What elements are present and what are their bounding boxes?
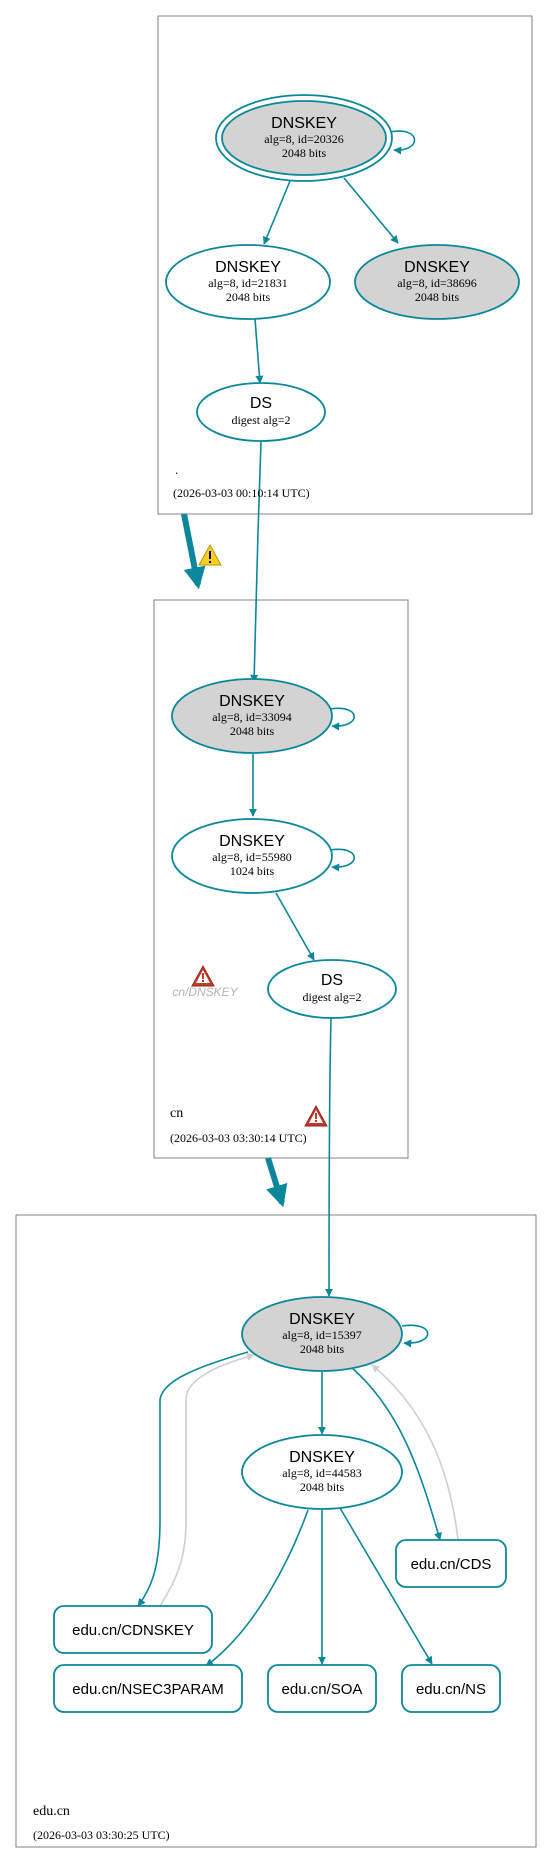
node-label: edu.cn/CDNSKEY [72,1622,194,1639]
node-line2: 2048 bits [226,290,271,304]
node-line1: digest alg=2 [302,990,361,1004]
edge-educn-ksk-self [401,1324,429,1348]
node-root-ksk-20326[interactable]: DNSKEY alg=8, id=20326 2048 bits [215,94,393,182]
node-educn-cdnskey[interactable]: edu.cn/CDNSKEY [53,1605,213,1654]
edge-cdnskey-ksk-inactive [159,1353,255,1607]
edge-ds-cn-ksk [250,440,262,683]
error-icon[interactable] [304,1104,328,1127]
node-title: DS [250,395,272,412]
node-title: DNSKEY [215,259,281,276]
edge-cn-ksk-self [329,707,356,731]
node-line2: 2048 bits [300,1480,345,1494]
edge-cds-ksk-inactive [371,1364,459,1541]
delegation-root-cn-arrow [181,513,206,590]
delegation-cn-educn-arrow [265,1157,288,1208]
edge-educn-zsk-nsec3param [205,1509,309,1667]
node-cn-ds-educn[interactable]: DS digest alg=2 [267,959,397,1019]
edge-educn-zsk-ns [339,1507,433,1665]
node-line2: 1024 bits [230,864,275,878]
edge-root-ksk-ksk2 [343,177,399,244]
edge-root-zsk-ds [254,318,264,384]
zone-educn-timestamp: (2026-03-03 03:30:25 UTC) [33,1828,170,1842]
node-line2: 2048 bits [282,146,327,160]
cn-dnskey-label[interactable]: cn/DNSKEY [172,985,238,999]
edge-educn-ksk-cdnskey [137,1351,249,1607]
node-label: edu.cn/CDS [411,1556,492,1573]
node-title: DNSKEY [219,693,285,710]
edge-cn-zsk-ds [275,892,315,961]
node-line1: digest alg=2 [231,413,290,427]
node-cn-zsk-55980[interactable]: DNSKEY alg=8, id=55980 1024 bits [171,818,333,894]
node-educn-nsec3param[interactable]: edu.cn/NSEC3PARAM [53,1664,243,1713]
edge-cn-zsk-self [329,848,356,872]
node-educn-zsk-44583[interactable]: DNSKEY alg=8, id=44583 2048 bits [241,1434,403,1510]
node-line1: alg=8, id=33094 [212,710,292,724]
node-line1: alg=8, id=15397 [282,1328,362,1342]
node-educn-cds[interactable]: edu.cn/CDS [395,1539,507,1588]
node-title: DS [321,972,343,989]
node-educn-ns[interactable]: edu.cn/NS [401,1664,501,1713]
node-title: DNSKEY [289,1311,355,1328]
node-title: DNSKEY [404,259,470,276]
node-title: DNSKEY [289,1449,355,1466]
node-line1: alg=8, id=44583 [282,1466,362,1480]
node-label: edu.cn/NSEC3PARAM [72,1681,223,1698]
node-title: DNSKEY [219,833,285,850]
node-line2: 2048 bits [415,290,460,304]
node-root-zsk-21831[interactable]: DNSKEY alg=8, id=21831 2048 bits [165,244,331,320]
warning-icon[interactable] [198,543,222,566]
node-educn-soa[interactable]: edu.cn/SOA [267,1664,377,1713]
node-line2: 2048 bits [300,1342,345,1356]
node-educn-ksk-15397[interactable]: DNSKEY alg=8, id=15397 2048 bits [241,1296,403,1372]
zone-cn-name: cn [170,1106,183,1121]
zone-root-timestamp: (2026-03-03 00:10:14 UTC) [173,486,310,500]
node-line1: alg=8, id=55980 [212,850,292,864]
zone-cn-timestamp: (2026-03-03 03:30:14 UTC) [170,1131,307,1145]
node-line1: alg=8, id=38696 [397,276,477,290]
node-line1: alg=8, id=20326 [264,132,344,146]
zone-root-box [157,15,533,515]
node-title: DNSKEY [271,115,337,132]
node-label: edu.cn/NS [416,1681,486,1698]
node-root-ksk-38696[interactable]: DNSKEY alg=8, id=38696 2048 bits [354,244,520,320]
node-label: edu.cn/SOA [282,1681,363,1698]
zone-root-name: . [175,462,178,477]
node-line2: 2048 bits [230,724,275,738]
edge-ds-educn-ksk [325,1017,334,1297]
node-cn-ksk-33094[interactable]: DNSKEY alg=8, id=33094 2048 bits [171,678,333,754]
error-icon[interactable] [191,964,215,987]
edge-root-ksk-zsk [263,180,291,245]
node-root-ds-cn[interactable]: DS digest alg=2 [196,382,326,442]
zone-educn-box [15,1214,537,1848]
zone-educn-name: edu.cn [33,1804,70,1819]
node-line1: alg=8, id=21831 [208,276,288,290]
edge-root-ksk-self [389,130,416,155]
edge-educn-ksk-cds [351,1367,442,1541]
zone-cn-box [153,599,409,1159]
